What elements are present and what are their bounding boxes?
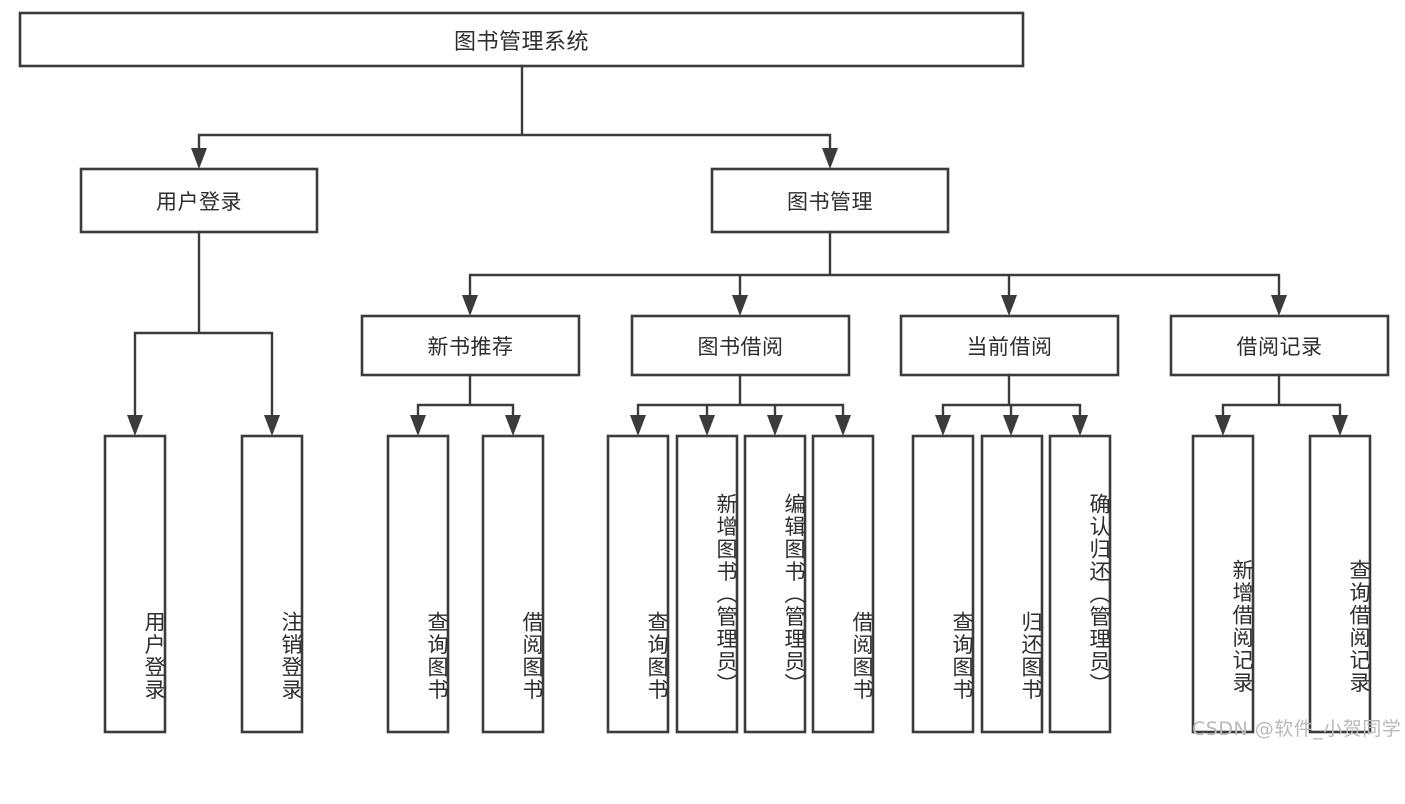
node-box-leaf-query-book-2[interactable] xyxy=(606,434,670,734)
arrowhead-leaf-add-book xyxy=(699,415,715,436)
arrowhead-user-login xyxy=(191,148,207,169)
arrowhead-new-book-recommend xyxy=(462,295,478,316)
node-box-leaf-query-borrow-record[interactable] xyxy=(1308,434,1372,734)
arrowhead-leaf-query-borrow-record xyxy=(1332,415,1348,436)
node-box-borrow-record[interactable] xyxy=(1169,314,1390,377)
node-box-leaf-logout[interactable] xyxy=(240,434,304,734)
connector-current-borrow-children xyxy=(935,373,1088,436)
node-box-book-management[interactable] xyxy=(710,167,950,234)
arrowhead-leaf-edit-book xyxy=(767,415,783,436)
arrowhead-leaf-confirm-return xyxy=(1072,415,1088,436)
arrowhead-leaf-query-book-2 xyxy=(630,415,646,436)
arrowhead-leaf-query-book-1 xyxy=(410,415,426,436)
node-box-user-login[interactable] xyxy=(79,167,319,234)
node-box-leaf-query-book-3[interactable] xyxy=(911,434,975,734)
node-box-new-book-recommend[interactable] xyxy=(360,314,581,377)
connector-root-children xyxy=(191,64,838,169)
arrowhead-book-management xyxy=(822,148,838,169)
node-box-book-borrow[interactable] xyxy=(630,314,851,377)
node-box-leaf-return-book[interactable] xyxy=(980,434,1044,734)
connector-borrow-record-children xyxy=(1215,373,1348,436)
connector-book-borrow-children xyxy=(630,373,851,436)
node-box-leaf-user-login[interactable] xyxy=(103,434,167,734)
arrowhead-book-borrow xyxy=(732,295,748,316)
arrowhead-borrow-record xyxy=(1271,295,1287,316)
node-box-root[interactable] xyxy=(18,11,1025,68)
arrowhead-leaf-add-borrow-record xyxy=(1215,415,1231,436)
node-box-leaf-add-borrow-record[interactable] xyxy=(1191,434,1255,734)
diagram-canvas xyxy=(18,11,1390,734)
arrowhead-leaf-logout xyxy=(264,415,280,436)
node-box-leaf-edit-book[interactable] xyxy=(743,434,807,734)
flowchart-diagram: 图书管理系统 用户登录 图书管理 新书推荐 图书借阅 当前借阅 借阅记录 用户登… xyxy=(18,11,1401,740)
node-box-current-borrow[interactable] xyxy=(899,314,1120,377)
arrowhead-leaf-query-book-3 xyxy=(935,415,951,436)
node-box-leaf-borrow-book-2[interactable] xyxy=(811,434,875,734)
node-box-leaf-borrow-book-1[interactable] xyxy=(481,434,545,734)
node-box-leaf-add-book[interactable] xyxy=(675,434,739,734)
connector-user-login-children xyxy=(127,230,280,436)
arrowhead-leaf-return-book xyxy=(1003,415,1019,436)
node-box-leaf-confirm-return[interactable] xyxy=(1048,434,1112,734)
connector-new-book-recommend-children xyxy=(410,373,521,436)
arrowhead-current-borrow xyxy=(1001,295,1017,316)
node-box-leaf-query-book-1[interactable] xyxy=(386,434,450,734)
arrowhead-leaf-borrow-book-1 xyxy=(505,415,521,436)
arrowhead-leaf-user-login xyxy=(127,415,143,436)
connector-book-management-children xyxy=(462,230,1287,316)
arrowhead-leaf-borrow-book-2 xyxy=(835,415,851,436)
